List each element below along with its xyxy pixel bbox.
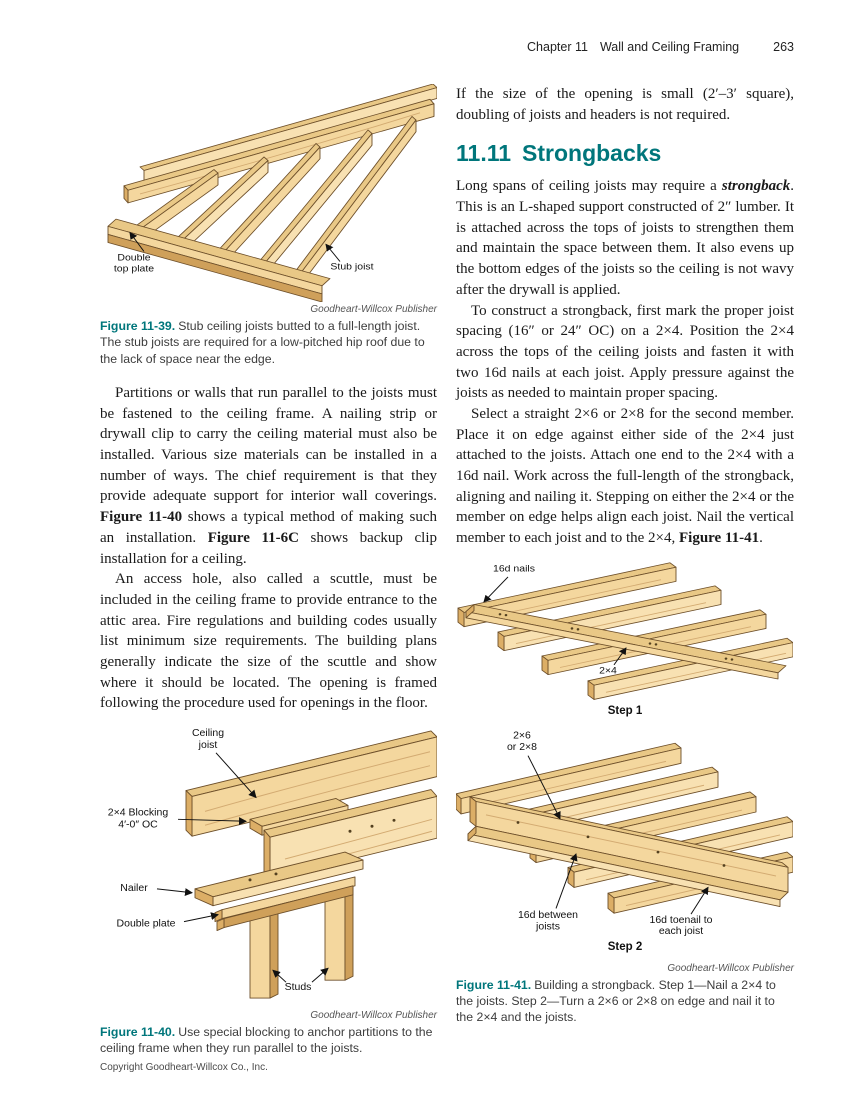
- page-number: 263: [773, 40, 794, 54]
- ceiling-joist-boards: [457, 562, 793, 700]
- section-heading: 11.11 Strongbacks: [456, 140, 794, 167]
- label-2x6-or-2x8: or 2×8: [507, 742, 537, 753]
- figure-credit: Goodheart-Willcox Publisher: [667, 962, 794, 974]
- label-16d-between-joists: 16d between: [518, 910, 578, 921]
- leader-arrow: [177, 817, 247, 826]
- double-plate-board: [214, 876, 356, 932]
- label-blocking: 2×4 Blocking: [108, 807, 169, 818]
- caption-figure-number: Figure 11-41.: [456, 977, 532, 992]
- body-paragraph: Select a straight 2×6 or 2×8 for the sec…: [456, 405, 794, 547]
- figure-11-40-caption: Figure 11-40.Use special blocking to anc…: [100, 1024, 437, 1057]
- copyright-footer: Copyright Goodheart-Willcox Co., Inc.: [100, 1062, 268, 1073]
- running-header: Chapter 11 Wall and Ceiling Framing 263: [456, 40, 794, 54]
- leader-arrow: [690, 886, 709, 915]
- left-column: Double top plate Stub joist Goodheart-Wi…: [100, 84, 437, 1057]
- double-top-plate-board: [107, 218, 331, 302]
- stub-joist-boards: [133, 116, 417, 287]
- leader-arrow: [555, 852, 578, 909]
- figure-labels: Double top plate Stub joist: [114, 231, 374, 274]
- label-16d-toenail: 16d toenail to: [650, 915, 713, 926]
- section-title: Strongbacks: [522, 140, 662, 167]
- leader-arrow: [272, 969, 287, 983]
- label-double-plate: Double plate: [117, 919, 176, 930]
- figure-11-40: Ceiling joist 2×4 Blocking 4′-0″ OC Nail…: [100, 720, 437, 1057]
- figure-11-41-step1-illustration: 16d nails 2×4: [457, 562, 793, 700]
- rear-joist-board: [139, 84, 437, 182]
- leader-arrow: [183, 912, 219, 923]
- label-2x6-or-2x8: 2×6: [513, 730, 531, 741]
- body-paragraph: Partitions or walls that run parallel to…: [100, 385, 437, 567]
- back-ceiling-joist-board: [185, 730, 437, 837]
- figure-11-41-step2-illustration: 2×6 or 2×8 16d between joists 16d toenai…: [456, 730, 793, 937]
- figure-labels: 2×6 or 2×8 16d between joists 16d toenai…: [507, 730, 713, 937]
- caption-figure-number: Figure 11-40.: [100, 1025, 176, 1040]
- figure-credit: Goodheart-Willcox Publisher: [310, 304, 437, 315]
- on-edge-member-board: [469, 796, 789, 893]
- figure-11-39-caption: Figure 11-39.Stub ceiling joists butted …: [100, 318, 437, 367]
- label-blocking: 4′-0″ OC: [118, 819, 158, 830]
- figure-11-39-illustration: Double top plate Stub joist: [107, 84, 437, 302]
- label-2x4: 2×4: [599, 666, 617, 676]
- leader-arrow: [215, 752, 257, 799]
- label-16d-between-joists: joists: [535, 921, 560, 932]
- leader-arrow: [156, 888, 193, 896]
- leader-arrow: [325, 243, 341, 262]
- body-paragraph: If the size of the opening is small (2′–…: [456, 86, 794, 123]
- two-by-four-board: [465, 603, 787, 680]
- label-ceiling-joist: Ceiling: [192, 728, 224, 739]
- figure-labels: Ceiling joist 2×4 Blocking 4′-0″ OC Nail…: [108, 728, 329, 993]
- leader-arrow: [311, 967, 329, 983]
- label-16d-nails: 16d nails: [493, 564, 535, 574]
- nailer-board: [194, 851, 364, 907]
- label-stub-joist: Stub joist: [330, 262, 373, 272]
- label-studs: Studs: [285, 982, 312, 993]
- section-number: 11.11: [456, 140, 512, 167]
- body-paragraph: Long spans of ceiling joists may require…: [456, 178, 794, 298]
- label-nailer: Nailer: [120, 883, 148, 894]
- figure-credit: Goodheart-Willcox Publisher: [310, 1010, 437, 1022]
- leader-arrow: [483, 576, 509, 603]
- caption-figure-number: Figure 11-39.: [100, 319, 176, 333]
- right-column: If the size of the opening is small (2′–…: [456, 84, 794, 1026]
- front-ceiling-joist-board: [263, 789, 437, 880]
- chapter-title: Wall and Ceiling Framing: [599, 40, 740, 54]
- leader-arrow: [129, 231, 145, 252]
- step1-label: Step 1: [607, 704, 643, 717]
- label-ceiling-joist: joist: [198, 740, 218, 751]
- label-double-top-plate: top plate: [114, 264, 155, 274]
- step2-label: Step 2: [607, 940, 643, 953]
- figure-labels: 16d nails 2×4: [483, 564, 627, 676]
- leader-arrow: [613, 646, 627, 665]
- caption-text: Use special blocking to anchor partition…: [100, 1025, 433, 1056]
- leader-arrow: [527, 755, 561, 820]
- figure-11-41: 16d nails 2×4 Step 1: [456, 561, 794, 1026]
- figure-11-41-caption: Figure 11-41.Building a strongback. Step…: [456, 977, 794, 1026]
- label-16d-toenail: each joist: [659, 926, 703, 937]
- caption-text: Stub ceiling joists butted to a full-len…: [100, 319, 425, 366]
- figure-11-39: Double top plate Stub joist Goodheart-Wi…: [100, 84, 437, 367]
- body-paragraph: To construct a strongback, first mark th…: [456, 302, 794, 402]
- label-double-top-plate: Double: [117, 253, 151, 263]
- stud-boards: [249, 885, 354, 999]
- chapter-label: Chapter 11: [527, 40, 588, 54]
- caption-text: Building a strongback. Step 1—Nail a 2×4…: [456, 977, 776, 1025]
- body-paragraph: An access hole, also called a scuttle, m…: [100, 571, 437, 712]
- figure-11-40-illustration: Ceiling joist 2×4 Blocking 4′-0″ OC Nail…: [108, 728, 437, 999]
